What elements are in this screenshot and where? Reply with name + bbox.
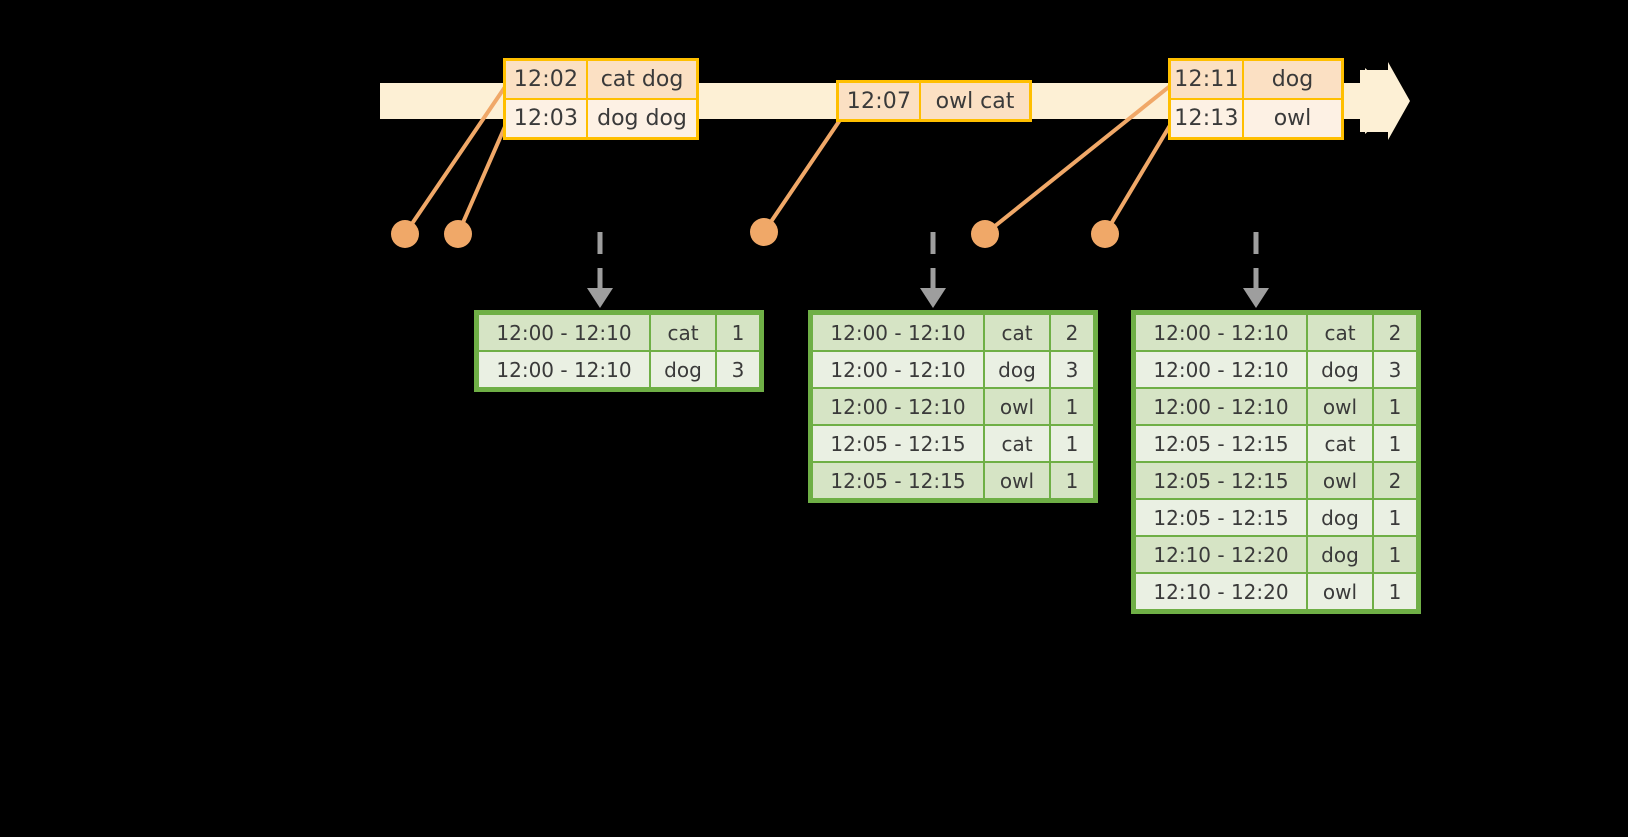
event-group-1[interactable]: 12:02 cat dog 12:03 dog dog <box>503 58 699 140</box>
cell-window: 12:00 - 12:10 <box>1136 352 1306 387</box>
dashed-arrows <box>597 232 1259 288</box>
dashed-arrow-heads <box>587 288 1269 308</box>
cell-count: 1 <box>1374 574 1416 609</box>
cell-key: dog <box>1308 352 1372 387</box>
event-row[interactable]: 12:11 dog <box>1171 61 1341 98</box>
cell-count: 1 <box>1051 426 1093 461</box>
cell-window: 12:00 - 12:10 <box>1136 315 1306 350</box>
event-words: owl cat <box>921 83 1029 119</box>
timeline-arrowhead <box>1365 68 1403 134</box>
event-words: owl <box>1244 100 1341 137</box>
cell-count: 1 <box>1051 463 1093 498</box>
cell-key: cat <box>651 315 715 350</box>
cell-window: 12:00 - 12:10 <box>479 352 649 387</box>
cell-key: cat <box>985 426 1049 461</box>
cell-window: 12:00 - 12:10 <box>813 352 983 387</box>
connector-12-02 <box>403 82 509 236</box>
event-words: cat dog <box>588 61 696 98</box>
cell-window: 12:05 - 12:15 <box>813 463 983 498</box>
timeline-arrowhead-shape <box>1360 62 1410 140</box>
dot-12-11 <box>971 220 999 248</box>
dot-12-07 <box>750 218 778 246</box>
connector-12-07 <box>762 118 842 234</box>
cell-key: owl <box>1308 574 1372 609</box>
cell-key: owl <box>1308 463 1372 498</box>
event-time: 12:02 <box>506 61 588 98</box>
cell-count: 1 <box>717 315 759 350</box>
event-row[interactable]: 12:13 owl <box>1171 98 1341 137</box>
cell-key: cat <box>1308 426 1372 461</box>
cell-count: 3 <box>1374 352 1416 387</box>
cell-key: owl <box>985 389 1049 424</box>
cell-window: 12:05 - 12:15 <box>1136 463 1306 498</box>
cell-count: 2 <box>1374 315 1416 350</box>
cell-count: 2 <box>1051 315 1093 350</box>
event-row[interactable]: 12:07 owl cat <box>839 83 1029 119</box>
cell-window: 12:05 - 12:15 <box>1136 426 1306 461</box>
cell-count: 3 <box>1051 352 1093 387</box>
cell-window: 12:05 - 12:15 <box>1136 500 1306 535</box>
event-row[interactable]: 12:02 cat dog <box>506 61 696 98</box>
dot-12-02 <box>391 220 419 248</box>
event-row[interactable]: 12:03 dog dog <box>506 98 696 137</box>
cell-key: owl <box>985 463 1049 498</box>
cell-count: 1 <box>1374 389 1416 424</box>
event-group-3[interactable]: 12:11 dog 12:13 owl <box>1168 58 1344 140</box>
dashed-arrow-head-1 <box>587 288 613 308</box>
cell-window: 12:10 - 12:20 <box>1136 574 1306 609</box>
event-words: dog dog <box>588 100 696 137</box>
event-time: 12:07 <box>839 83 921 119</box>
connector-12-03 <box>456 120 509 236</box>
cell-count: 2 <box>1374 463 1416 498</box>
cell-key: dog <box>1308 537 1372 572</box>
cell-window: 12:10 - 12:20 <box>1136 537 1306 572</box>
dashed-arrow-head-2 <box>920 288 946 308</box>
event-time: 12:11 <box>1171 61 1244 98</box>
event-group-2[interactable]: 12:07 owl cat <box>836 80 1032 122</box>
event-time: 12:03 <box>506 100 588 137</box>
cell-count: 3 <box>717 352 759 387</box>
cell-count: 1 <box>1374 537 1416 572</box>
cell-window: 12:00 - 12:10 <box>813 389 983 424</box>
cell-window: 12:05 - 12:15 <box>813 426 983 461</box>
cell-key: dog <box>1308 500 1372 535</box>
cell-key: cat <box>1308 315 1372 350</box>
dot-12-13 <box>1091 220 1119 248</box>
cell-window: 12:00 - 12:10 <box>479 315 649 350</box>
cell-count: 1 <box>1374 426 1416 461</box>
connector-12-13 <box>1103 120 1174 236</box>
cell-key: cat <box>985 315 1049 350</box>
dashed-arrow-head-3 <box>1243 288 1269 308</box>
event-words: dog <box>1244 61 1341 98</box>
cell-count: 1 <box>1051 389 1093 424</box>
connector-dots <box>391 218 1119 248</box>
cell-key: owl <box>1308 389 1372 424</box>
cell-count: 1 <box>1374 500 1416 535</box>
cell-window: 12:00 - 12:10 <box>1136 389 1306 424</box>
dot-12-03 <box>444 220 472 248</box>
event-time: 12:13 <box>1171 100 1244 137</box>
cell-key: dog <box>651 352 715 387</box>
cell-window: 12:00 - 12:10 <box>813 315 983 350</box>
cell-key: dog <box>985 352 1049 387</box>
